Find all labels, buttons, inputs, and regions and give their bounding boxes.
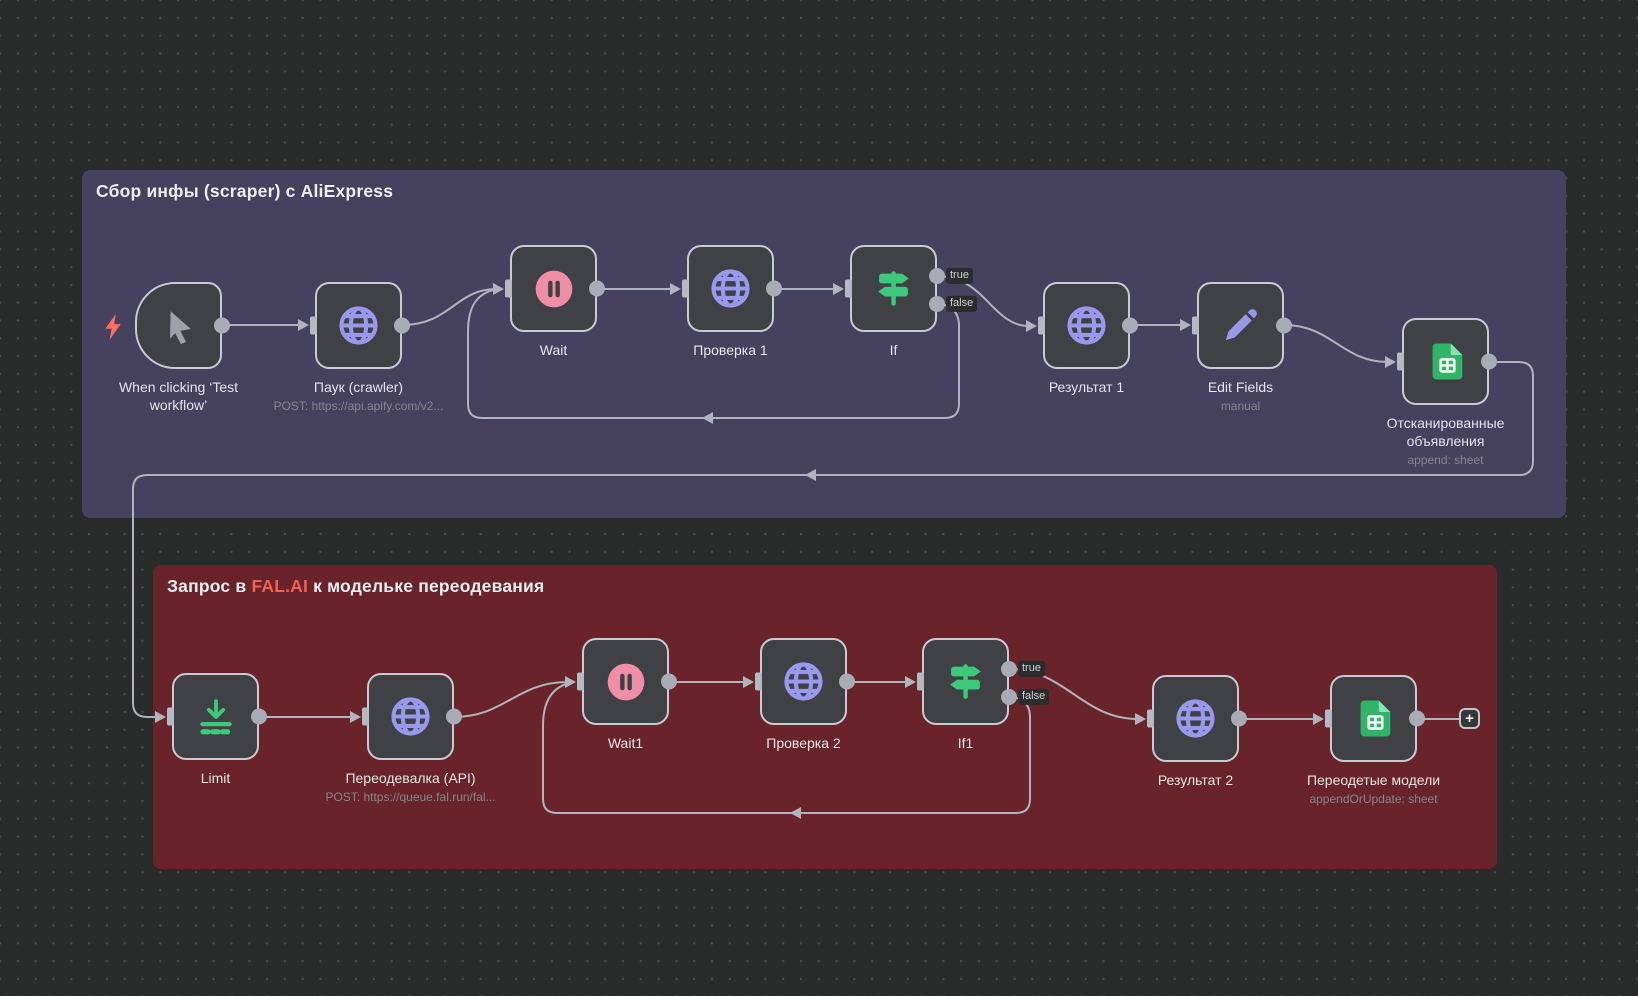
cursor-icon	[158, 305, 200, 347]
globe-icon	[335, 302, 382, 349]
node-rezultat2[interactable]	[1152, 675, 1239, 762]
branch-label-true: true	[946, 267, 973, 285]
globe-icon	[387, 693, 434, 740]
pause-icon	[532, 267, 576, 311]
pause-icon	[604, 660, 648, 704]
signpost-icon	[870, 265, 917, 312]
sticky-note-scraper[interactable]: Сбор инфы (scraper) с AliExpress	[82, 170, 1566, 518]
signpost-icon	[942, 658, 989, 705]
branch-label-false: false	[1018, 688, 1050, 706]
node-wait1[interactable]	[582, 638, 669, 725]
node-if[interactable]	[850, 245, 937, 332]
lightning-icon	[100, 311, 130, 343]
node-wait[interactable]	[510, 245, 597, 332]
node-trigger[interactable]	[135, 282, 222, 369]
limit-icon	[193, 694, 239, 740]
node-if1[interactable]	[922, 638, 1009, 725]
globe-icon	[780, 658, 827, 705]
sticky-title: Запрос в FAL.AI к модельке переодевания	[167, 576, 545, 596]
fal-ai-brand-text: FAL.AI	[251, 576, 309, 596]
node-pauk[interactable]	[315, 282, 402, 369]
node-editfields[interactable]	[1197, 282, 1284, 369]
pencil-icon	[1218, 303, 1263, 348]
globe-icon	[1063, 302, 1110, 349]
node-limit[interactable]	[172, 673, 259, 760]
sheets-icon	[1350, 695, 1397, 742]
add-node-button[interactable]: +	[1459, 708, 1480, 729]
branch-label-true: true	[1018, 660, 1045, 678]
node-pereodevalka[interactable]	[367, 673, 454, 760]
sticky-title: Сбор инфы (scraper) с AliExpress	[96, 181, 394, 201]
node-sheet1[interactable]	[1402, 318, 1489, 405]
branch-label-false: false	[946, 295, 978, 313]
node-proverka1[interactable]	[687, 245, 774, 332]
node-rezultat1[interactable]	[1043, 282, 1130, 369]
node-sheet2[interactable]	[1330, 675, 1417, 762]
node-proverka2[interactable]	[760, 638, 847, 725]
sheets-icon	[1422, 338, 1469, 385]
globe-icon	[707, 265, 754, 312]
globe-icon	[1172, 695, 1219, 742]
